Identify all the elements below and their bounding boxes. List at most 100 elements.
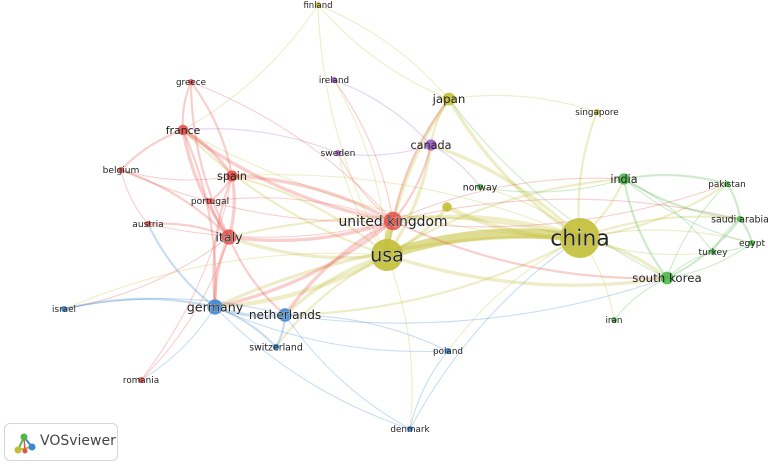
node-label-france: france bbox=[166, 124, 201, 137]
node-switzerland[interactable] bbox=[272, 343, 280, 351]
network-edge bbox=[666, 183, 728, 279]
node-austria[interactable] bbox=[145, 221, 151, 227]
network-edge bbox=[712, 242, 753, 253]
network-edge bbox=[182, 128, 339, 154]
network-edge bbox=[140, 175, 233, 381]
node-label-sweden: sweden bbox=[321, 149, 356, 159]
node-turkey[interactable] bbox=[710, 249, 716, 255]
network-edge bbox=[382, 228, 585, 260]
node-greece[interactable] bbox=[188, 79, 194, 85]
network-edge bbox=[622, 173, 729, 186]
network-edge bbox=[181, 128, 395, 223]
network-edge bbox=[119, 168, 231, 239]
network-edge bbox=[283, 236, 582, 317]
node-label-spain: spain bbox=[217, 170, 247, 183]
node-finland[interactable] bbox=[315, 2, 321, 8]
network-edge bbox=[181, 128, 234, 178]
network-edge bbox=[63, 252, 388, 310]
network-edge bbox=[333, 79, 394, 222]
network-edge bbox=[283, 219, 395, 317]
node-label-singapore: singapore bbox=[575, 108, 618, 118]
node-label-ireland: ireland bbox=[319, 76, 349, 86]
network-edge bbox=[666, 242, 753, 279]
network-edge bbox=[448, 98, 668, 279]
node-label-austria: austria bbox=[132, 220, 163, 230]
network-edge bbox=[622, 177, 669, 280]
node-ireland[interactable] bbox=[331, 77, 337, 83]
node-canada[interactable] bbox=[425, 139, 437, 151]
network-edge bbox=[120, 169, 233, 181]
node-label-netherlands: netherlands bbox=[249, 308, 321, 322]
network-edge bbox=[182, 129, 581, 239]
network-edge bbox=[227, 219, 395, 243]
node-china[interactable] bbox=[560, 218, 600, 258]
network-edge bbox=[227, 235, 389, 260]
network-edge bbox=[385, 253, 669, 287]
network-edge bbox=[284, 314, 449, 352]
node-egypt[interactable] bbox=[749, 240, 755, 246]
network-edge bbox=[284, 314, 411, 430]
node-south-korea[interactable] bbox=[660, 271, 674, 285]
network-edge bbox=[579, 229, 753, 244]
node-netherlands[interactable] bbox=[278, 308, 292, 322]
node-label-egypt: egypt bbox=[739, 239, 766, 249]
node-label-saudi-arabia: saudi arabia bbox=[711, 214, 768, 225]
network-edge bbox=[212, 252, 390, 310]
network-edge bbox=[409, 350, 449, 430]
node-japan[interactable] bbox=[442, 92, 456, 106]
network-edge bbox=[622, 177, 742, 221]
node-label-italy: italy bbox=[215, 229, 243, 244]
network-edge bbox=[448, 94, 598, 113]
node-label-china: china bbox=[550, 227, 610, 252]
brand-name: VOSviewer bbox=[40, 433, 116, 449]
network-edge bbox=[120, 169, 394, 223]
network-edge bbox=[391, 219, 669, 280]
node-saudi-arabia[interactable] bbox=[736, 215, 744, 223]
node-india[interactable] bbox=[618, 173, 630, 185]
node-sweden[interactable] bbox=[335, 150, 341, 156]
network-edge bbox=[230, 174, 395, 223]
node-usa[interactable] bbox=[371, 239, 403, 271]
network-edge bbox=[119, 128, 185, 172]
network-edge bbox=[214, 306, 411, 430]
node-label-portugal: portugal bbox=[191, 197, 229, 207]
vosviewer-badge[interactable]: VOSviewer bbox=[4, 423, 118, 461]
node-spain[interactable] bbox=[226, 170, 238, 182]
network-edge bbox=[392, 183, 728, 228]
node-poland[interactable] bbox=[445, 348, 451, 354]
node-label-finland: finland bbox=[303, 1, 332, 11]
node-israel[interactable] bbox=[61, 306, 67, 312]
node-portugal[interactable] bbox=[207, 198, 213, 204]
node-belgium[interactable] bbox=[118, 167, 124, 173]
node-denmark[interactable] bbox=[407, 426, 413, 432]
node-label-iran: iran bbox=[605, 316, 622, 326]
network-edge bbox=[317, 4, 450, 100]
network-edge bbox=[391, 97, 451, 223]
node-norway[interactable] bbox=[476, 183, 484, 191]
node-united-kingdom[interactable] bbox=[383, 211, 403, 231]
node-unlabeled-yellow[interactable] bbox=[442, 202, 452, 212]
node-iran[interactable] bbox=[611, 317, 617, 323]
network-edge bbox=[147, 220, 394, 238]
node-italy[interactable] bbox=[221, 229, 237, 245]
network-edge bbox=[181, 128, 389, 257]
node-label-belgium: belgium bbox=[103, 166, 140, 176]
node-france[interactable] bbox=[177, 124, 189, 136]
network-edge bbox=[333, 79, 388, 256]
network-edge bbox=[392, 198, 741, 222]
node-romania[interactable] bbox=[138, 377, 144, 383]
node-germany[interactable] bbox=[207, 299, 223, 315]
network-edge bbox=[63, 298, 286, 316]
network-edge bbox=[230, 174, 389, 257]
node-layer bbox=[61, 2, 755, 432]
node-pakistan[interactable] bbox=[724, 181, 730, 187]
node-singapore[interactable] bbox=[594, 109, 600, 115]
network-edge bbox=[386, 254, 413, 430]
network-edge bbox=[214, 306, 449, 353]
network-edge bbox=[227, 235, 287, 317]
node-label-south-korea: south korea bbox=[632, 271, 701, 285]
node-label-switzerland: switzerland bbox=[249, 342, 303, 353]
